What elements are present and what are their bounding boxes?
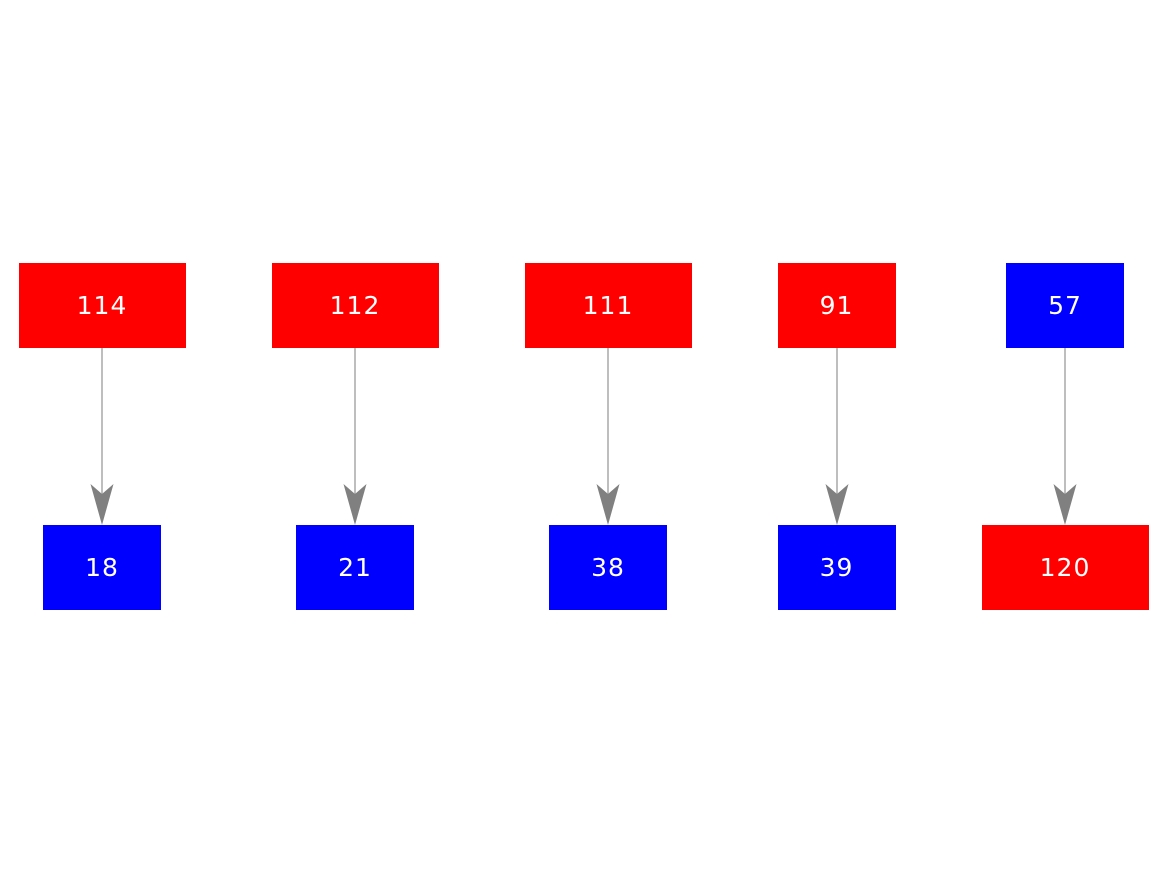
source-node: 57	[1006, 263, 1124, 348]
source-node-label: 111	[582, 291, 634, 320]
source-node: 114	[18, 263, 186, 348]
arrow-down-icon	[343, 348, 367, 525]
source-node-label: 91	[819, 291, 854, 320]
arrow-down-icon	[90, 348, 114, 525]
target-node: 120	[981, 525, 1149, 610]
source-node: 111	[524, 263, 692, 348]
arrow-down-icon	[1053, 348, 1077, 525]
source-node-label: 57	[1048, 291, 1082, 320]
target-node: 39	[777, 525, 896, 610]
target-node-label: 21	[338, 553, 372, 582]
source-node-label: 112	[329, 291, 381, 320]
arrow-down-icon	[825, 348, 848, 525]
target-node: 38	[549, 525, 667, 610]
source-node: 91	[777, 263, 896, 348]
source-node: 112	[271, 263, 439, 348]
target-node-label: 18	[85, 553, 119, 582]
target-node: 18	[43, 525, 161, 610]
source-node-label: 114	[76, 291, 128, 320]
target-node: 21	[296, 525, 414, 610]
target-node-label: 38	[591, 553, 625, 582]
target-node-label: 39	[819, 553, 854, 582]
arrow-down-icon	[596, 348, 620, 525]
target-node-label: 120	[1039, 553, 1091, 582]
